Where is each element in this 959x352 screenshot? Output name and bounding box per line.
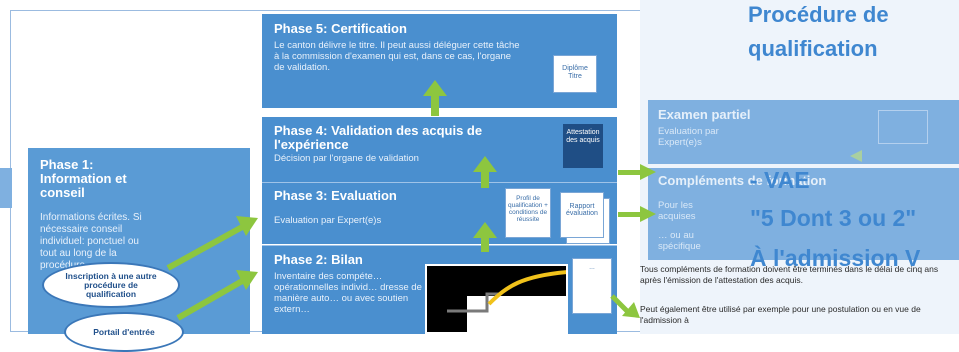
examen-doc [878, 110, 928, 144]
overlay-line3: À l'admission V [750, 245, 921, 271]
diploma-doc-label: Diplôme Titre [562, 65, 588, 80]
phase1-box: Phase 1: Information et conseil Informat… [28, 148, 250, 334]
phase1-text: Informations écrites. Si nécessaire cons… [40, 212, 142, 271]
examen-title: Examen partiel [658, 107, 751, 122]
phase5-text: Le canton délivre le titre. Il peut auss… [274, 40, 520, 73]
portail-oval[interactable]: Portail d'entrée [64, 312, 184, 352]
profil-doc-label: Profil de qualification + conditions de … [508, 195, 548, 223]
diploma-doc: Diplôme Titre [553, 55, 597, 93]
video-thumbnail[interactable] [425, 264, 568, 334]
overlay-heading2: qualification [748, 36, 878, 61]
footer-line1: Tous compléments de formation doivent êt… [640, 264, 939, 285]
overlay-heading1: Procédure de [748, 2, 889, 27]
phase4-text: Décision par l'organe de validation [274, 153, 419, 164]
phase3-title: Phase 3: Evaluation [274, 188, 397, 203]
phase1-title: Phase 1: Information et conseil [40, 157, 127, 200]
phase4-box: Phase 4: Validation des acquis de l'expé… [262, 117, 617, 185]
portail-label: Portail d'entrée [93, 326, 155, 337]
entry-arrow-stub [0, 168, 12, 208]
phase3-box: Phase 3: Evaluation Evaluation par Exper… [262, 182, 617, 244]
profil-doc: Profil de qualification + conditions de … [505, 188, 551, 238]
complements-box: Compléments de formation Pour les acquis… [648, 168, 959, 260]
bilan-doc: … [572, 258, 612, 314]
complements-text1: Pour les acquises [658, 200, 696, 222]
rapport-doc-label: Rapport évaluation [566, 203, 598, 217]
overlay-line2: "5 Dont 3 ou 2" [750, 205, 917, 231]
attestation-badge: Attestation des acquis [563, 124, 603, 168]
footer-line2: Peut également être utilisé par exemple … [640, 304, 921, 325]
inscription-label: Inscription à une autre procédure de qua… [65, 270, 157, 299]
phase2-text: Inventaire des compéte… opérationnelles … [274, 271, 422, 315]
attestation-label: Attestation des acquis [566, 129, 600, 144]
phase2-title: Phase 2: Bilan [274, 252, 363, 267]
complements-title: Compléments de formation [658, 173, 827, 188]
right-panel-bg [640, 0, 959, 334]
phase4-title: Phase 4: Validation des acquis de l'expé… [274, 123, 483, 152]
phase3-text: Evaluation par Expert(e)s [274, 215, 382, 226]
overlay-line1: - VAE [750, 167, 810, 193]
thumbnail-graphic [447, 270, 566, 332]
inscription-oval[interactable]: Inscription à une autre procédure de qua… [42, 262, 180, 308]
examen-text: Evaluation par Expert(e)s [658, 126, 719, 148]
rapport-doc: Rapport évaluation [560, 192, 604, 238]
complements-text2: … ou au spécifique [658, 230, 701, 252]
phase5-title: Phase 5: Certification [274, 21, 407, 36]
